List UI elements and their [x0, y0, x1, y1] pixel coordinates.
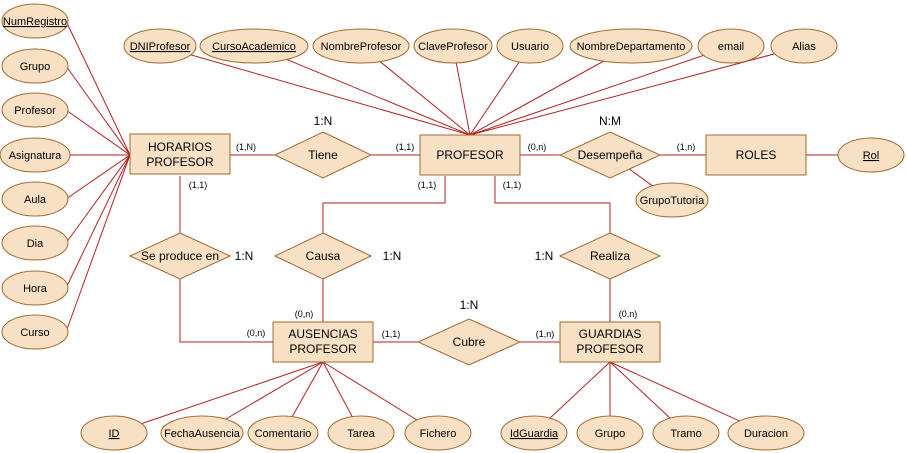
entity-ausencias-profesor: AUSENCIAS PROFESOR [272, 321, 374, 363]
svg-text:Cubre: Cubre [453, 335, 486, 349]
horarios-attributes: NumRegistro Grupo Profesor Asignatura Au… [0, 3, 71, 350]
attr-dniprofesor: DNIProfesor [130, 41, 191, 53]
desempena-attributes: GrupoTutoria [635, 182, 709, 218]
ratio-realiza: 1:N [535, 249, 554, 263]
attr-profesor: Profesor [14, 105, 56, 117]
attr-tarea: Tarea [347, 428, 375, 440]
attr-idguardia: IdGuardia [510, 428, 559, 440]
relationship-se-produce-en: Se produce en [128, 232, 232, 280]
attr-usuario: Usuario [511, 41, 549, 53]
attr-hora: Hora [23, 283, 48, 295]
profesor-attributes: DNIProfesor CursoAcademico NombreProfeso… [123, 28, 838, 64]
svg-text:ROLES: ROLES [736, 148, 777, 162]
svg-text:PROFESOR: PROFESOR [436, 148, 504, 162]
guardias-attribute-edges [533, 361, 767, 434]
attr-grupo-guardias: Grupo [595, 428, 626, 440]
attr-tramo: Tramo [670, 428, 701, 440]
attr-rol: Rol [863, 150, 880, 162]
ausencias-attributes: ID FechaAusencia Comentario Tarea Ficher… [80, 415, 472, 451]
ratio-cubre: 1:N [460, 298, 479, 312]
attr-fechaausencia: FechaAusencia [164, 428, 241, 440]
attr-cursoacademico: CursoAcademico [212, 41, 296, 53]
svg-text:PROFESOR: PROFESOR [576, 342, 644, 356]
card-profesor-desempena: (0,n) [528, 142, 547, 152]
attr-email: email [718, 41, 744, 53]
svg-text:PROFESOR: PROFESOR [289, 342, 357, 356]
card-profesor-tiene: (1,1) [396, 142, 415, 152]
attr-comentario: Comentario [255, 428, 312, 440]
svg-text:AUSENCIAS: AUSENCIAS [288, 327, 357, 341]
relationship-realiza: Realiza [558, 232, 662, 280]
attr-nombredepartamento: NombreDepartamento [577, 41, 686, 53]
attr-nombreprofesor: NombreProfesor [321, 41, 402, 53]
card-roles-desempena: (1,n) [677, 142, 696, 152]
attr-curso: Curso [20, 327, 49, 339]
card-ausencias-cubre: (1,1) [382, 329, 401, 339]
ratio-causa: 1:N [383, 249, 402, 263]
svg-text:Realiza: Realiza [590, 249, 630, 263]
cardinality-labels: (1,N) (1,1) (0,n) (1,n) (1,1) (1,1) (1,1… [189, 142, 696, 339]
guardias-attributes: IdGuardia Grupo Tramo Duracion [500, 415, 805, 451]
svg-text:HORARIOS: HORARIOS [148, 140, 212, 154]
card-horarios-tiene: (1,N) [236, 142, 256, 152]
card-profesor-causa: (1,1) [418, 180, 437, 190]
ratio-desempena: N:M [599, 114, 621, 128]
attr-dia: Dia [27, 238, 44, 250]
attr-asignatura: Asignatura [9, 150, 62, 162]
svg-text:Se produce en: Se produce en [141, 249, 219, 263]
attr-grupo-horarios: Grupo [20, 61, 51, 73]
relationship-edges [179, 154, 840, 343]
card-guardias-realiza: (0,n) [619, 309, 638, 319]
attr-alias: Alias [792, 41, 816, 53]
entity-profesor: PROFESOR [419, 134, 521, 176]
svg-text:PROFESOR: PROFESOR [146, 155, 214, 169]
entity-guardias-profesor: GUARDIAS PROFESOR [559, 321, 661, 363]
entity-roles: ROLES [705, 134, 807, 176]
svg-text:GUARDIAS: GUARDIAS [579, 327, 642, 341]
svg-text:Causa: Causa [306, 249, 341, 263]
attr-claveprofesor: ClaveProfesor [418, 41, 488, 53]
roles-attributes: Rol [837, 137, 905, 173]
ratio-se-produce-en: 1:N [235, 249, 254, 263]
horarios-attribute-edges [65, 20, 131, 333]
attr-grupotutoria: GrupoTutoria [640, 195, 705, 207]
card-guardias-cubre: (1,n) [536, 329, 555, 339]
card-horarios-seproduce: (1,1) [189, 180, 208, 190]
card-ausencias-seproduce: (0,n) [247, 328, 266, 338]
svg-text:Desempeña: Desempeña [578, 148, 643, 162]
ratio-tiene: 1:N [314, 114, 333, 128]
attr-fichero: Fichero [420, 428, 457, 440]
attr-numregistro: NumRegistro [3, 16, 67, 28]
card-profesor-realiza: (1,1) [503, 180, 522, 190]
svg-text:Tiene: Tiene [308, 148, 338, 162]
relationship-desempena: Desempeña [558, 131, 662, 179]
entity-horarios-profesor: HORARIOS PROFESOR [129, 133, 231, 175]
attr-duracion: Duracion [744, 428, 788, 440]
relationship-cubre: Cubre [416, 318, 522, 366]
relationship-causa: Causa [273, 232, 373, 280]
relationship-tiene: Tiene [273, 131, 373, 179]
ratio-labels: 1:N N:M 1:N 1:N 1:N 1:N [235, 114, 621, 312]
attr-aula: Aula [24, 194, 47, 206]
card-ausencias-causa: (0,n) [295, 309, 314, 319]
attr-id: ID [109, 428, 120, 440]
